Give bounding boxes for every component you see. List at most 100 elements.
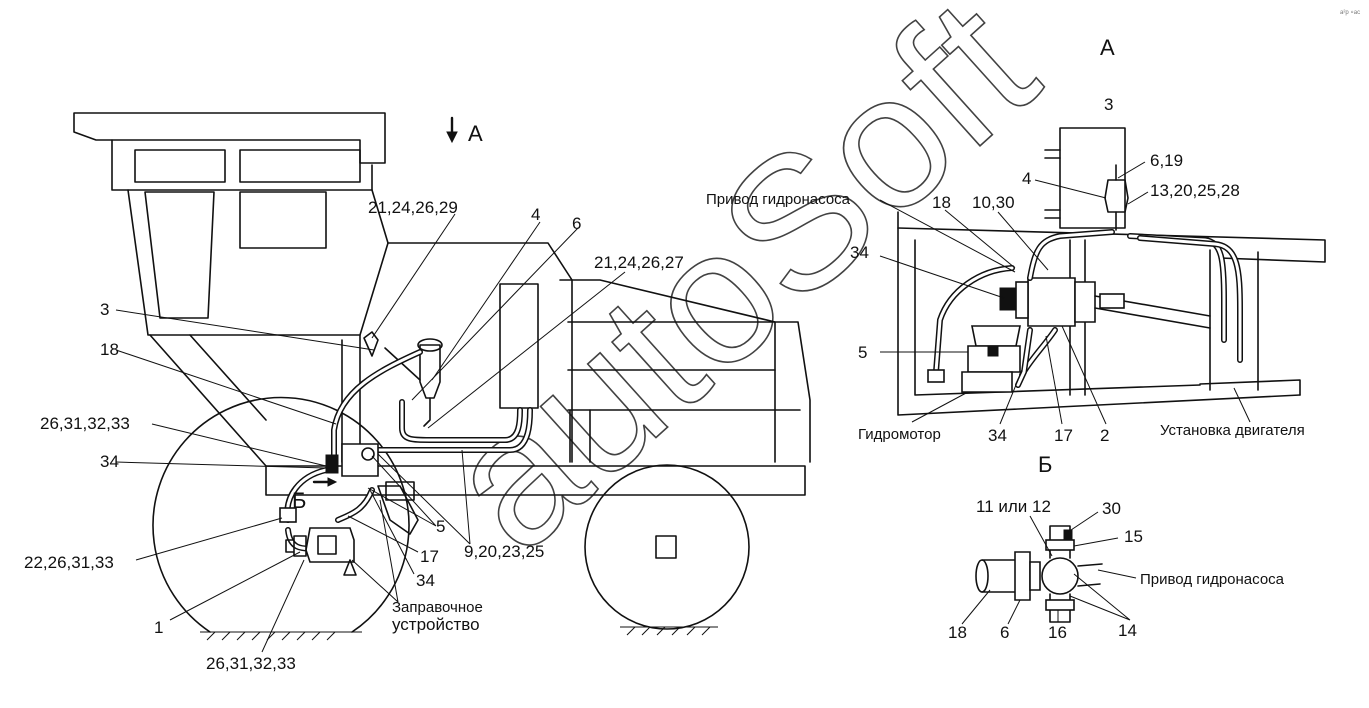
cab-top-window-right: [239, 149, 361, 183]
detail-a-leader-pump-drive: [879, 199, 1016, 273]
detail-a-leader-2: [1061, 325, 1107, 425]
detail-b-nut-15: [1045, 539, 1075, 551]
detail-b-leader-30: [1067, 511, 1099, 533]
cab-roof: [73, 112, 386, 164]
detail-a-label-10-30: 10,30: [972, 193, 1015, 212]
detail-a-leader-engine: [1233, 387, 1251, 423]
detail-a-engine-post: [1209, 249, 1259, 391]
detail-a-label-5: 5: [858, 343, 867, 362]
main-view-callouts: 21,24,26,29 4 6 21,24,26,27 3 18 26,31,3…: [24, 121, 684, 673]
detail-a-label-4: 4: [1022, 169, 1031, 188]
cab-top-window-left: [134, 149, 226, 183]
label-1-main: 1: [154, 618, 163, 637]
view-a-arrow-head: [446, 131, 458, 144]
watermark-text: autoSoft: [406, 0, 1074, 590]
leader-22-26-31-33: [135, 517, 283, 561]
detail-a-label-engine-install: Установка двигателя: [1160, 422, 1305, 439]
label-21-24-26-27: 21,24,26,27: [594, 253, 684, 272]
detail-a-cardan: [1099, 293, 1125, 309]
gear-pump-face: [317, 535, 337, 555]
label-22-26-31-33: 22,26,31,33: [24, 553, 114, 572]
rear-body-slot: [569, 409, 591, 463]
detail-a-pump-flange: [1074, 281, 1096, 323]
detail-b-title: Б: [1038, 452, 1052, 477]
leader-26-31-32-33-bottom: [261, 559, 305, 653]
detail-b-leader-pump-drive: [1097, 569, 1137, 579]
detail-b-label-11-or-12: 11 или 12: [976, 497, 1051, 516]
main-frame: [265, 465, 806, 496]
detail-b-leader-14: [1069, 573, 1131, 621]
detail-a-leader-13-20-25-28: [1127, 191, 1149, 205]
detail-a-frame-inner: [914, 239, 1201, 396]
detail-a-leader-4: [1034, 179, 1107, 199]
leader-9-20-23-25: [377, 449, 471, 545]
view-b-arrow-head: [327, 477, 338, 487]
detail-b-label-6: 6: [1000, 623, 1009, 642]
detail-b-label-14: 14: [1118, 621, 1137, 640]
engine-housing: [387, 242, 573, 463]
detail-a-leader-10-30: [997, 211, 1049, 271]
detail-view-b: Б 11 или 12 30 15 Привод гидронасоса 18 …: [948, 452, 1285, 642]
leader-17: [347, 515, 419, 553]
detail-a-label-2: 2: [1100, 426, 1109, 445]
detail-a-label-13-20-25-28: 13,20,25,28: [1150, 181, 1240, 200]
detail-a-label-34-bottom: 34: [988, 426, 1007, 445]
cab-body: [127, 189, 389, 336]
label-21-24-26-29: 21,24,26,29: [368, 198, 458, 217]
leader-18: [115, 349, 337, 425]
gear-pump-outlet: [343, 559, 357, 576]
cab-support-strut: [149, 334, 267, 467]
label-26-31-32-33-top: 26,31,32,33: [40, 414, 130, 433]
pump-port: [361, 447, 375, 461]
front-ground-hatch: [206, 631, 336, 641]
label-4-main: 4: [531, 205, 540, 224]
leader-21-24-26-27: [427, 271, 626, 429]
filter-housing: [419, 344, 441, 399]
cab-side-window: [239, 191, 327, 249]
detail-a-label-18: 18: [932, 193, 951, 212]
leader-21-24-26-29: [371, 213, 456, 339]
leader-4: [431, 221, 541, 381]
detail-a-hose-1: [1027, 229, 1115, 281]
label-18-main: 18: [100, 340, 119, 359]
front-wheel: [152, 396, 410, 633]
detail-a-hydromotor-port: [987, 345, 999, 357]
detail-a-hydromotor-body: [967, 345, 1021, 373]
detail-view-a: А: [706, 35, 1326, 445]
detail-b-leader-18: [961, 589, 991, 625]
detail-a-label-3: 3: [1104, 95, 1113, 114]
label-34-main-left: 34: [100, 452, 119, 471]
detail-a-label-hydromotor: Гидромотор: [858, 426, 941, 443]
leader-34-left: [115, 461, 327, 469]
detail-a-frame-top: [897, 211, 1301, 416]
detail-a-leader-hydromotor: [911, 391, 969, 423]
view-b-arrow-label: Б: [292, 488, 306, 513]
detail-b-label-16: 16: [1048, 623, 1067, 642]
detail-b-nut: [1029, 561, 1041, 591]
label-26-31-32-33-bottom: 26,31,32,33: [206, 654, 296, 673]
detail-b-leader-11-12: [1029, 515, 1053, 557]
rear-body-top: [559, 279, 811, 463]
detail-a-lower-rail: [1199, 379, 1301, 396]
fill-tube: [384, 347, 421, 381]
label-34-main-bottom: 34: [416, 571, 435, 590]
detail-a-leader-6-19: [1117, 161, 1146, 179]
refuel-device: [377, 485, 419, 535]
detail-b-label-30: 30: [1102, 499, 1121, 518]
detail-a-tank: [1059, 127, 1126, 229]
label-3-main: 3: [100, 300, 109, 319]
detail-a-hydromotor-base: [961, 371, 1013, 393]
corner-mark: a²p ⸰ac: [1340, 10, 1360, 16]
view-a-arrow-label: А: [468, 121, 483, 146]
detail-b-leader-15: [1073, 537, 1119, 547]
detail-a-leader-17: [1045, 335, 1063, 425]
detail-a-label-pump-drive: Привод гидронасоса: [706, 191, 851, 208]
label-6-main: 6: [572, 214, 581, 233]
label-refuel-line2: устройство: [392, 615, 480, 634]
leader-refuel: [351, 499, 399, 603]
detail-a-label-6-19: 6,19: [1150, 151, 1183, 170]
detail-a-label-17: 17: [1054, 426, 1073, 445]
watermark: autoSoft: [405, 0, 1074, 591]
detail-b-outlet: [1077, 563, 1103, 587]
